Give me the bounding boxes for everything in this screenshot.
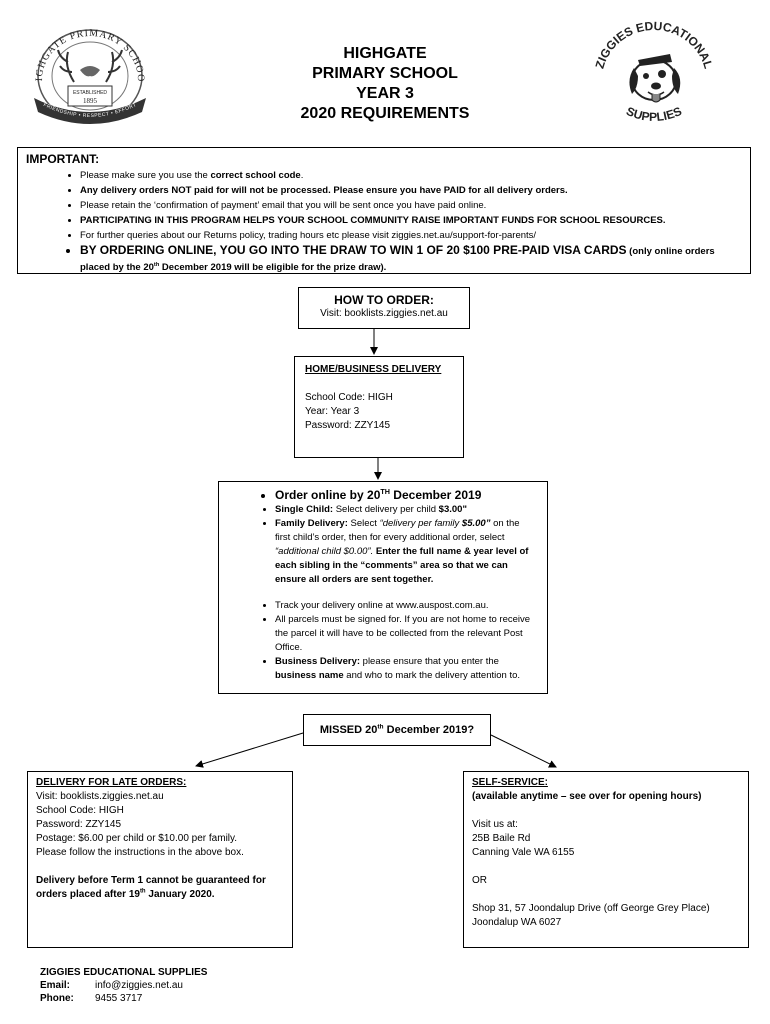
footer-email-row: Email: info@ziggies.net.au: [40, 979, 207, 992]
important-item-1-bold: correct school code: [210, 170, 301, 181]
order-info-box: Order online by 20TH December 2019 Singl…: [218, 481, 548, 694]
single-child-price: $3.00": [438, 504, 467, 515]
arrow-missed-to-late: [195, 732, 304, 768]
late-orders-postage: Postage: $6.00 per child or $10.00 per f…: [36, 833, 238, 844]
family-delivery-italic-2: “additional child $0.00”.: [275, 546, 374, 557]
how-to-order-heading: HOW TO ORDER:: [334, 293, 434, 307]
self-service-subheading: (available anytime – see over for openin…: [472, 791, 702, 802]
order-deadline-sup: TH: [380, 487, 390, 496]
important-item-payment: Any delivery orders NOT paid for will no…: [80, 183, 742, 198]
business-delivery-text-1: please ensure that you enter the: [360, 656, 499, 667]
title-line-2: PRIMARY SCHOOL: [312, 65, 458, 82]
order-deadline-text: Order online by 20: [275, 488, 381, 502]
arrow-missed-to-self: [490, 734, 557, 768]
school-established-year: 1895: [83, 97, 98, 105]
footer-phone-row: Phone: 9455 3717: [40, 992, 207, 1005]
late-orders-visit: Visit: booklists.ziggies.net.au: [36, 791, 164, 802]
order-parcels: All parcels must be signed for. If you a…: [275, 613, 537, 655]
self-service-address-2-line-1: Shop 31, 57 Joondalup Drive (off George …: [472, 903, 710, 914]
ziggies-logo: ZIGGIES EDUCATIONAL SUPPLIES: [588, 18, 720, 132]
family-delivery-text-1: Select: [347, 518, 380, 529]
home-delivery-school-code: School Code: HIGH: [305, 392, 393, 403]
footer-phone-label: Phone:: [40, 993, 74, 1004]
home-delivery-heading: HOME/BUSINESS DELIVERY: [305, 364, 442, 375]
order-deadline: Order online by 20TH December 2019: [275, 488, 537, 503]
footer-company: ZIGGIES EDUCATIONAL SUPPLIES: [40, 967, 208, 978]
home-delivery-year: Year: Year 3: [305, 406, 360, 417]
order-business-delivery: Business Delivery: please ensure that yo…: [275, 655, 537, 683]
school-established-label: ESTABLISHED: [73, 90, 107, 96]
school-logo: HIGHGATE PRIMARY SCHOOL ESTABLISHED 1895…: [20, 10, 156, 126]
svg-text:SUPPLIES: SUPPLIES: [624, 104, 684, 124]
order-family-delivery: Family Delivery: Select “delivery per fa…: [275, 517, 537, 587]
footer-contact: ZIGGIES EDUCATIONAL SUPPLIES Email: info@…: [40, 966, 207, 1005]
school-crest-icon: HIGHGATE PRIMARY SCHOOL ESTABLISHED 1895…: [20, 10, 146, 124]
page-title: HIGHGATE PRIMARY SCHOOL YEAR 3 2020 REQU…: [270, 44, 500, 124]
important-notice-box: IMPORTANT: Please make sure you use the …: [17, 147, 751, 274]
self-service-address-1-line-2: Canning Vale WA 6155: [472, 847, 575, 858]
missed-deadline-box: MISSED 20th December 2019?: [303, 714, 491, 746]
important-heading: IMPORTANT:: [26, 152, 100, 166]
important-item-queries: For further queries about our Returns po…: [80, 228, 742, 243]
important-list: Please make sure you use the correct sch…: [26, 168, 742, 275]
home-delivery-box: HOME/BUSINESS DELIVERY School Code: HIGH…: [294, 356, 464, 458]
self-service-visit: Visit us at:: [472, 819, 518, 830]
how-to-order-visit: Visit: booklists.ziggies.net.au: [320, 308, 448, 319]
important-item-school-code: Please make sure you use the correct sch…: [80, 168, 742, 183]
self-service-address-2-line-2: Joondalup WA 6027: [472, 917, 562, 928]
missed-text: MISSED 20: [319, 724, 378, 736]
late-warning-sup: th: [139, 888, 146, 895]
late-orders-password: Password: ZZY145: [36, 819, 122, 830]
important-item-fundraising: PARTICIPATING IN THIS PROGRAM HELPS YOUR…: [80, 213, 742, 228]
title-line-3: YEAR 3: [356, 85, 414, 102]
family-delivery-label: Family Delivery:: [275, 518, 348, 529]
how-to-order-box: HOW TO ORDER: Visit: booklists.ziggies.n…: [298, 287, 470, 329]
late-orders-box: DELIVERY FOR LATE ORDERS: Visit: booklis…: [27, 771, 293, 948]
prize-draw-sup: th: [153, 261, 160, 268]
prize-draw-note: (only online orders placed by the 20: [80, 246, 715, 273]
family-delivery-price: $5.00”: [461, 518, 491, 529]
missed-text-end: December 2019?: [383, 724, 475, 736]
self-service-or: OR: [472, 875, 487, 886]
late-orders-heading: DELIVERY FOR LATE ORDERS:: [36, 777, 187, 788]
order-single-child: Single Child: Select delivery per child …: [275, 503, 537, 517]
business-delivery-bold: business name: [275, 670, 344, 681]
self-service-address-1-line-1: 25B Baile Rd: [472, 833, 531, 844]
important-item-1-end: .: [300, 170, 304, 181]
home-delivery-password: Password: ZZY145: [305, 420, 391, 431]
business-delivery-text-2: and who to mark the delivery attention t…: [343, 670, 521, 681]
late-warning-text: Delivery before Term 1 cannot be guarant…: [36, 875, 266, 900]
family-delivery-text-2: on the first child’s order, then for eve…: [275, 518, 520, 543]
single-child-label: Single Child:: [275, 504, 334, 515]
order-deadline-date: December 2019: [389, 488, 482, 502]
late-orders-follow: Please follow the instructions in the ab…: [36, 847, 244, 858]
order-track: Track your delivery online at www.auspos…: [275, 599, 537, 613]
self-service-heading: SELF-SERVICE:: [472, 777, 548, 788]
footer-email-link[interactable]: info@ziggies.net.au: [95, 980, 183, 991]
family-delivery-bold: Enter the full name & year level of each…: [275, 546, 529, 585]
prize-draw-note-end: December 2019 will be eligible for the p…: [159, 262, 387, 273]
important-item-prize-draw: BY ORDERING ONLINE, YOU GO INTO THE DRAW…: [80, 243, 742, 275]
late-warning-text-end: January 2020.: [145, 889, 215, 900]
dog-mascot-icon: ZIGGIES EDUCATIONAL SUPPLIES: [593, 19, 716, 124]
ziggies-bottom-text: SUPPLIES: [624, 104, 684, 124]
late-orders-school-code: School Code: HIGH: [36, 805, 124, 816]
title-line-1: HIGHGATE: [343, 45, 427, 62]
order-info-list: Order online by 20TH December 2019 Singl…: [229, 488, 537, 683]
business-delivery-label: Business Delivery:: [275, 656, 361, 667]
important-item-1-text: Please make sure you use the: [80, 170, 211, 181]
single-child-text: Select delivery per child: [333, 504, 439, 515]
footer-phone: 9455 3717: [95, 993, 143, 1004]
missed-sup: th: [377, 723, 384, 731]
self-service-box: SELF-SERVICE: (available anytime – see o…: [463, 771, 749, 948]
prize-draw-main: BY ORDERING ONLINE, YOU GO INTO THE DRAW…: [80, 243, 627, 257]
footer-email-label: Email:: [40, 980, 71, 991]
late-orders-warning: Delivery before Term 1 cannot be guarant…: [36, 874, 284, 902]
important-item-confirmation: Please retain the ‘confirmation of payme…: [80, 198, 742, 213]
title-line-4: 2020 REQUIREMENTS: [300, 105, 470, 122]
family-delivery-italic-1: “delivery per family: [379, 518, 462, 529]
